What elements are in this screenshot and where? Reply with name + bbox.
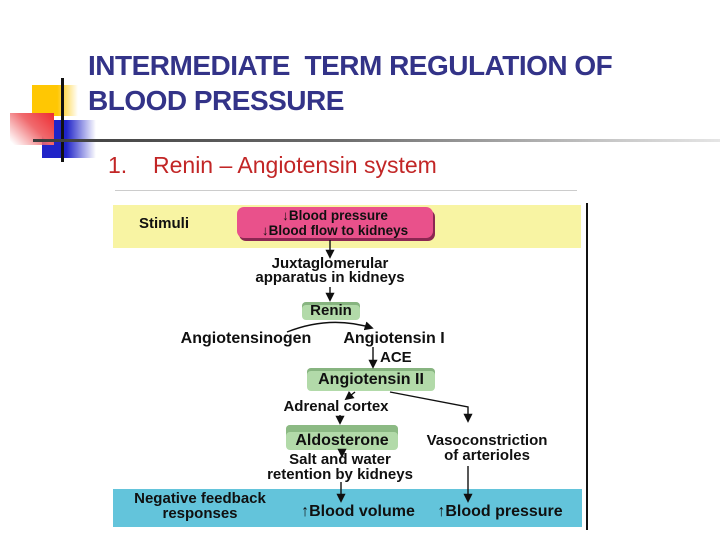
juxtaglomerular-line1: Juxtaglomerular: [271, 255, 389, 272]
adrenal-cortex-label: Adrenal cortex: [283, 398, 389, 415]
juxtaglomerular-line2: apparatus in kidneys: [255, 269, 405, 286]
salt-water-label: Salt and water retention by kidneys: [267, 452, 413, 482]
decoration-yellow-square: [32, 85, 78, 116]
ace-label: ACE: [380, 349, 412, 366]
vasoconstriction-line2: of arterioles: [444, 447, 530, 464]
list-item-text: Renin – Angiotensin system: [153, 152, 437, 178]
slide-title-line2: BLOOD PRESSURE: [88, 85, 344, 116]
decoration-horizontal-rule: [33, 139, 720, 142]
negative-feedback-line2: responses: [162, 505, 238, 522]
juxtaglomerular-label: Juxtaglomerular apparatus in kidneys: [255, 255, 405, 286]
renin-box: Renin: [302, 302, 360, 320]
negative-feedback-band: [113, 489, 582, 527]
salt-water-line2: retention by kidneys: [267, 466, 413, 483]
slide-title: INTERMEDIATE TERM REGULATION OF BLOOD PR…: [88, 48, 708, 118]
decoration-vertical-line: [61, 78, 64, 162]
blood-pressure-label: ↑Blood pressure: [437, 503, 563, 520]
angiotensinogen-label: Angiotensinogen: [180, 330, 312, 347]
diagram-right-border: [586, 203, 588, 530]
slide-title-line1: INTERMEDIATE TERM REGULATION OF: [88, 50, 613, 81]
angiotensin-1-label: Angiotensin I: [343, 330, 445, 347]
renin-angiotensin-diagram: Stimuli ↓Blood pressure ↓Blood flow to k…: [110, 190, 592, 535]
list-item-renin-angiotensin: 1. Renin – Angiotensin system: [108, 152, 437, 178]
vasoconstriction-line1: Vasoconstriction: [426, 432, 548, 449]
angiotensin-2-box: Angiotensin II: [307, 368, 435, 391]
vasoconstriction-label: Vasoconstriction of arterioles: [427, 433, 548, 463]
list-item-number: 1.: [108, 152, 128, 178]
negative-feedback-line1: Negative feedback: [134, 490, 266, 507]
stimuli-label: Stimuli: [138, 215, 190, 232]
salt-water-line1: Salt and water: [289, 451, 391, 468]
aldosterone-box: Aldosterone: [286, 425, 398, 450]
stimulus-box: ↓Blood pressure ↓Blood flow to kidneys: [237, 207, 433, 238]
stimulus-blood-pressure: ↓Blood pressure: [282, 208, 388, 223]
blood-volume-label: ↑Blood volume: [301, 503, 415, 520]
stimulus-blood-flow: ↓Blood flow to kidneys: [261, 223, 409, 238]
diagram-top-edge: [115, 190, 577, 191]
negative-feedback-label: Negative feedback responses: [134, 491, 266, 521]
